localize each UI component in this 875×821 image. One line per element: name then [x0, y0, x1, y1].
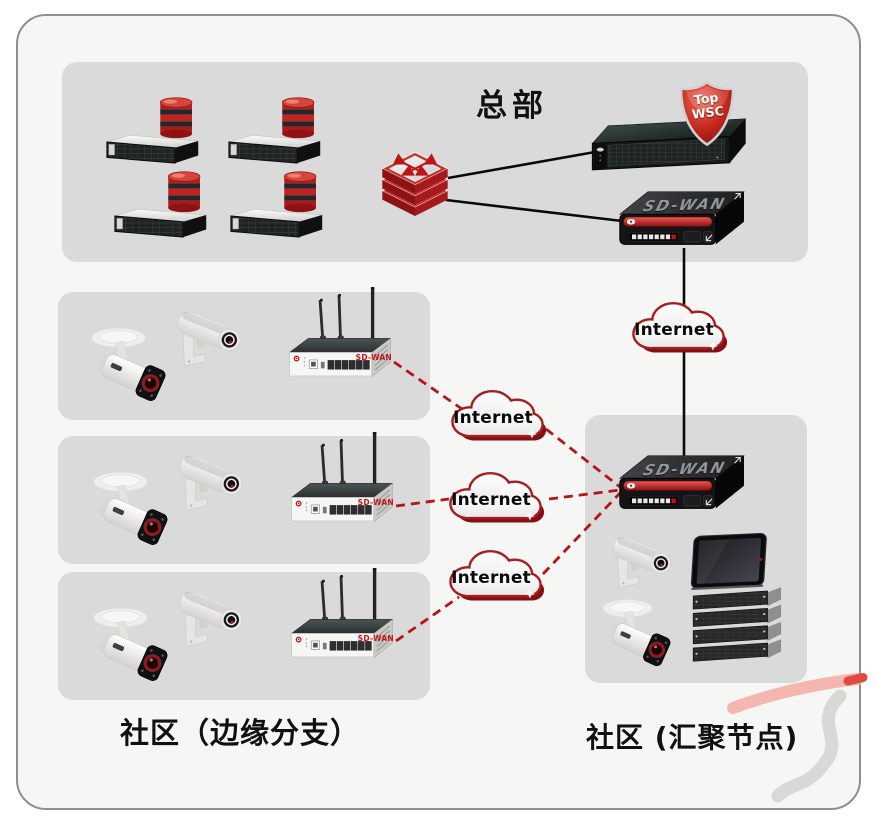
- branch-router-label: SD-WAN: [355, 353, 392, 362]
- database-server-icon: [114, 171, 207, 238]
- wall-camera-icon: [173, 308, 245, 367]
- link-cloud1-to-agg: [545, 427, 621, 489]
- wall-camera-icon: [175, 452, 247, 511]
- internet-cloud: Internet: [622, 294, 734, 362]
- bullet-camera-icon: [601, 598, 673, 669]
- branch-sdwan-router-icon: [290, 568, 394, 659]
- link-cloud2-to-agg: [548, 488, 621, 501]
- link-stack-to-hq-sdwan: [445, 198, 623, 223]
- core-switch-stack-icon: [372, 142, 458, 228]
- tablet-icon: [688, 532, 771, 591]
- internet-cloud: Internet: [439, 464, 551, 532]
- wall-camera-icon: [609, 533, 675, 589]
- hq-zone-title: 总部: [476, 88, 548, 124]
- internet-cloud: Internet: [439, 542, 551, 610]
- brand-watermark-icon: [727, 673, 868, 803]
- internet-cloud-label: Internet: [634, 320, 714, 340]
- link-router2-to-cloud2: [395, 497, 450, 508]
- internet-cloud: Internet: [441, 382, 553, 450]
- internet-cloud-label: Internet: [453, 408, 533, 428]
- branch-router-label: SD-WAN: [357, 634, 394, 643]
- agg-sdwan-label: SD-WAN: [640, 458, 729, 480]
- link-router3-to-cloud3: [395, 595, 460, 643]
- internet-cloud-label: Internet: [451, 490, 531, 510]
- link-stack-to-server: [447, 150, 596, 180]
- internet-cloud-label: Internet: [451, 568, 531, 588]
- bullet-camera-icon: [92, 606, 171, 684]
- database-server-icon: [228, 97, 321, 164]
- link-cloud3-to-agg: [541, 492, 622, 575]
- branch-sdwan-router-icon: [290, 432, 394, 523]
- aggregation-caption: 社区 (汇聚节点): [586, 721, 799, 754]
- rack-server-stack-icon: [692, 587, 782, 662]
- edge-branch-caption: 社区（边缘分支）: [120, 716, 361, 750]
- branch-router-label: SD-WAN: [357, 498, 394, 507]
- bullet-camera-icon: [92, 470, 171, 548]
- link-router1-to-cloud1: [393, 360, 463, 411]
- wall-camera-icon: [175, 588, 247, 647]
- bullet-camera-icon: [90, 326, 169, 404]
- hq-sdwan-label: SD-WAN: [640, 194, 729, 216]
- database-server-icon: [106, 97, 199, 164]
- database-server-icon: [230, 171, 323, 238]
- branch-sdwan-router-icon: [288, 287, 392, 378]
